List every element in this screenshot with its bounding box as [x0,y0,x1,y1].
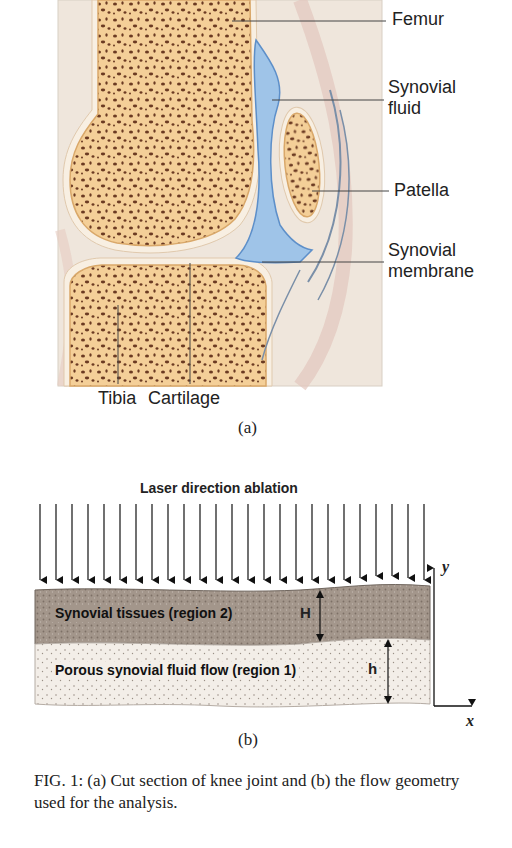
part-label: Femur [392,9,444,30]
region-name: Synovial tissues (region 2) [52,605,235,622]
region-name: Porous synovial fluid flow (region 1) [52,662,299,679]
dimension-label: h [368,660,377,677]
part-label: Synovial fluid [388,77,488,118]
panel-label: (b) [238,730,258,750]
region-band: Synovial tissues (region 2) [52,598,296,632]
axis-label: x [466,712,474,730]
part-label: Patella [394,180,449,201]
panel-label: (a) [238,418,257,438]
part-label: Tibia [98,388,136,409]
part-label: Cartilage [148,388,220,409]
figure-caption: FIG. 1: (a) Cut section of knee joint an… [34,770,489,814]
region-band: Porous synovial fluid flow (region 1) [52,655,364,689]
axis-label: y [442,558,449,576]
laser-label: Laser direction ablation [140,480,298,496]
part-label: Synovial membrane [388,240,488,281]
dimension-label: H [300,604,311,621]
